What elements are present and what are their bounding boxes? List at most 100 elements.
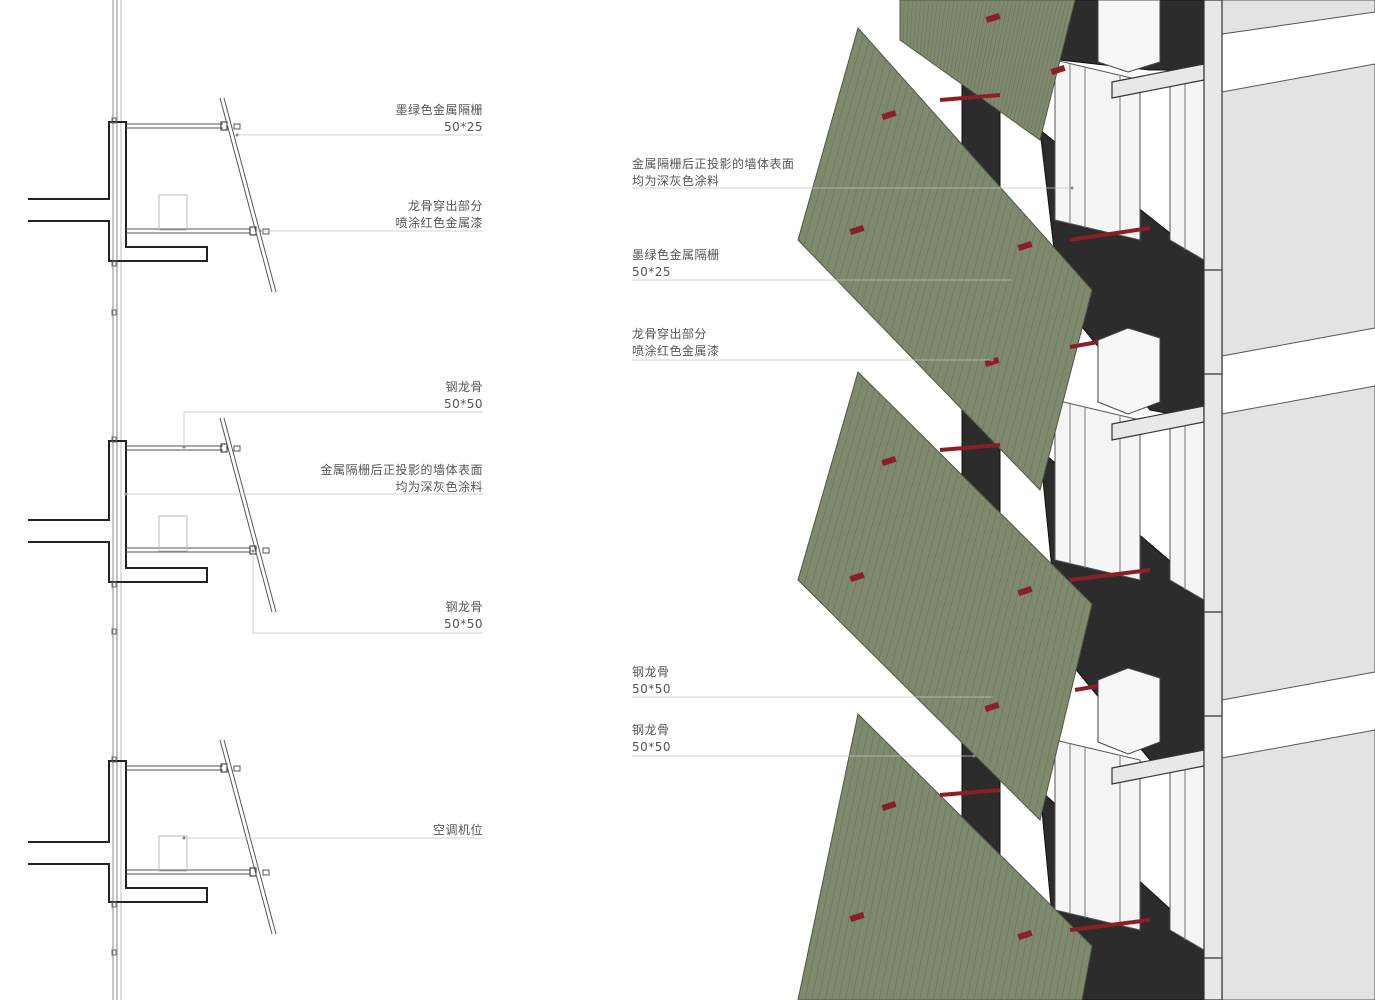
grille-rib (1020, 896, 1043, 1000)
grille-rib (1007, 885, 1032, 1000)
window-frames (1054, 59, 1205, 951)
grille-rib (932, 0, 943, 64)
grille-rib (992, 0, 1018, 107)
label-line1: 钢龙骨 (632, 723, 670, 737)
grille-rib (947, 190, 1004, 395)
grille-rib (1032, 0, 1068, 136)
grille-rib (809, 40, 870, 253)
grille-rib (885, 785, 931, 1000)
grille-rib (817, 730, 876, 1000)
ac-unit (1097, 0, 1161, 755)
grille-rib (860, 96, 920, 306)
grille-rib (906, 0, 909, 45)
grille-rib (1074, 940, 1087, 1000)
label-line2: 50*50 (443, 397, 483, 411)
grille-rib (866, 102, 926, 312)
keel-end-red (881, 109, 897, 121)
grille-rib (909, 0, 913, 48)
grille-rib (987, 554, 1043, 769)
label-line2: 50*50 (443, 617, 483, 631)
keel-end-red (984, 356, 1000, 368)
grille-rib (976, 221, 1032, 425)
steel-keel-red (1074, 684, 1099, 692)
grille-rib (1005, 570, 1059, 786)
grille-rib (970, 215, 1026, 419)
grille-rib (892, 791, 937, 1000)
grille-rib (878, 780, 926, 1000)
grille-rib (1047, 918, 1065, 1000)
window-mullions (1069, 64, 1186, 940)
label-line1: 钢龙骨 (445, 380, 483, 394)
grille-rib (814, 388, 876, 598)
grille-rib (858, 763, 909, 1000)
keel-end-red (849, 911, 865, 923)
balcony-slab (1111, 63, 1205, 785)
grille-rib (1009, 0, 1038, 119)
grille-rib (837, 410, 898, 621)
keel-end-red (1017, 585, 1033, 597)
grille-rib (901, 471, 959, 683)
grille-rib (1016, 264, 1071, 467)
grille-rib (966, 0, 984, 88)
section-label-grille: 墨绿色金属隔栅 50*25 (395, 102, 483, 136)
grille-rib (1027, 901, 1048, 1000)
grille-rib (865, 769, 915, 1000)
section-leader-lines (126, 134, 483, 839)
floor-slab-section (28, 760, 208, 903)
grille-rib (922, 0, 930, 57)
grille-rib (1006, 0, 1034, 117)
keel-end-red (1017, 240, 1033, 252)
label-line2: 均为深灰色涂料 (632, 174, 720, 188)
grille-rib (803, 34, 864, 247)
label-line2: 均为深灰色涂料 (395, 480, 483, 494)
grille-rib (832, 65, 892, 276)
grille-rib (838, 747, 892, 1000)
label-line2: 喷涂红色金属漆 (632, 344, 720, 358)
grille-rib (878, 449, 937, 661)
grille-rib (901, 140, 959, 348)
grille-rib (889, 460, 948, 672)
grille-rib (811, 724, 870, 1000)
label-line2: 50*50 (632, 740, 672, 754)
grille-rib (946, 835, 981, 1000)
grille-rib (987, 233, 1043, 437)
grille-rib (843, 416, 903, 626)
grille-rib (1026, 0, 1059, 131)
grille-rib (1016, 0, 1047, 124)
grille-rib (831, 741, 887, 1000)
grille-rib (952, 0, 968, 79)
section-label-wall-surface: 金属隔栅后正投影的墙体表面 均为深灰色涂料 (320, 462, 483, 496)
grille-rib (982, 0, 1005, 100)
grille-rib (969, 0, 988, 91)
grille-rib (860, 432, 920, 643)
grille-rib (956, 0, 972, 81)
grille-rib (837, 71, 898, 282)
grille-rib (1000, 879, 1026, 1000)
section-label-steel-keel: 钢龙骨 50*50 (444, 379, 483, 413)
grille-rib (999, 246, 1054, 449)
grille-rib (973, 857, 1004, 1000)
grille-rib (930, 498, 987, 712)
grille-rib (1054, 923, 1071, 1000)
keel-end-red (984, 701, 1000, 713)
grille-rib (895, 465, 954, 678)
grille-rib (936, 0, 947, 67)
grille-rib (981, 548, 1037, 763)
grille-rib (958, 202, 1015, 407)
grille-rib (855, 427, 915, 638)
axon-label-wall-surface: 金属隔栅后正投影的墙体表面 均为深灰色涂料 (632, 156, 795, 190)
grille-rib (947, 515, 1004, 729)
grille-rib (849, 84, 909, 294)
section-label-ac-position: 空调机位 (433, 822, 483, 839)
grille-rib (1022, 587, 1076, 803)
grille-rib (907, 476, 965, 689)
grille-rib (953, 196, 1009, 401)
grille-rib (1029, 0, 1063, 133)
grille-rib (929, 0, 938, 62)
grille-rib (1012, 0, 1043, 122)
label-line1: 空调机位 (432, 823, 483, 837)
steel-keel (126, 121, 270, 877)
grille-rib (912, 152, 970, 360)
grille-rib (844, 752, 898, 1000)
